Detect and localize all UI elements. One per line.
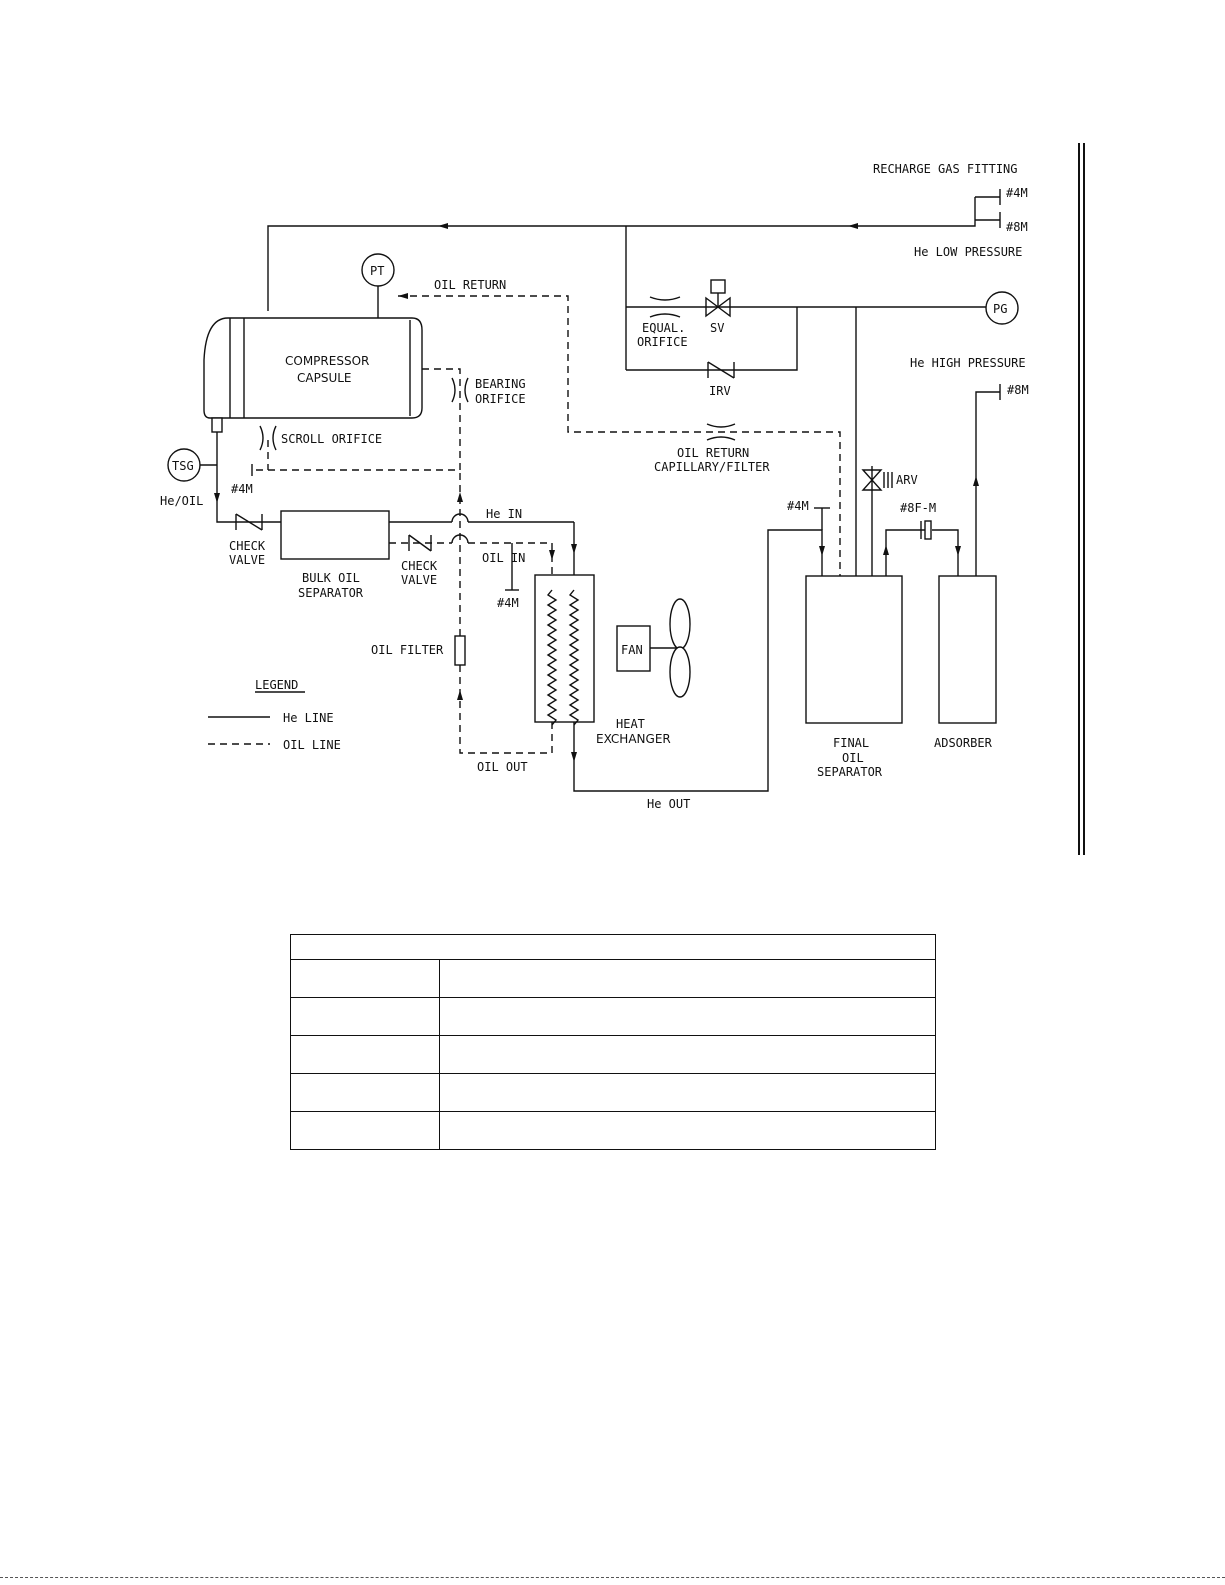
high-8m-label: #8M <box>1007 383 1029 397</box>
recharge-gas-fitting-label: RECHARGE GAS FITTING <box>873 162 1018 176</box>
check-valve-1-label: CHECK <box>229 539 266 553</box>
legend-oil-line: OIL LINE <box>283 738 341 752</box>
heat-label: HEAT <box>616 717 645 731</box>
scroll-orifice-label: SCROLL ORIFICE <box>281 432 382 446</box>
oil-in-label: OIL IN <box>482 551 525 565</box>
oil-return-cap-label: OIL RETURN <box>677 446 749 460</box>
table-cell-label <box>290 1111 440 1150</box>
capsule-label: CAPSULE <box>297 371 352 385</box>
he-oil-label: He/OIL <box>160 494 203 508</box>
compressor-label: COMPRESSOR <box>285 354 369 368</box>
bulk-oil-separator <box>280 510 390 560</box>
check-valve-1-label-2: VALVE <box>229 553 265 567</box>
final-oil-label: OIL <box>842 751 864 765</box>
equal-orifice-symbol <box>649 296 681 318</box>
page-bottom-rule <box>0 1577 1225 1578</box>
oil-return-label: OIL RETURN <box>434 278 506 292</box>
compressor-capsule <box>203 317 423 433</box>
separator-label: SEPARATOR <box>298 586 364 600</box>
he-oil-line <box>214 432 281 531</box>
m4-fos-label: #4M <box>787 499 809 513</box>
oil-return-line <box>398 293 841 576</box>
recharge-8m-label: #8M <box>1006 220 1028 234</box>
oil-filter-icon <box>454 635 466 666</box>
table-cell-value <box>439 1111 936 1150</box>
he-high-pressure-line <box>973 384 1001 576</box>
tsg-label: TSG <box>172 459 194 473</box>
legend-title: LEGEND <box>255 678 298 692</box>
final-label: FINAL <box>833 736 869 750</box>
specification-table <box>290 934 936 1150</box>
he-in-label: He IN <box>486 507 522 521</box>
table-cell-value <box>439 997 936 1036</box>
m8f-label: #8F-M <box>900 501 936 515</box>
legend-he-line: He LINE <box>283 711 334 725</box>
table-row <box>290 1073 936 1112</box>
adsorber <box>938 575 997 724</box>
he-low-pressure-label: He LOW PRESSURE <box>914 245 1022 259</box>
pt-label: PT <box>370 264 384 278</box>
m4-oil-label: #4M <box>497 596 519 610</box>
arv-valve-icon <box>861 466 893 576</box>
oil-return-capillary-symbol <box>706 423 736 441</box>
pg-label: PG <box>993 302 1007 316</box>
pressure-gauge-icon <box>985 291 1019 325</box>
table-header-cell <box>290 934 936 960</box>
table-row <box>290 959 936 998</box>
table-row <box>290 997 936 1036</box>
fan-icon <box>616 598 691 698</box>
check-valve-2-label: CHECK <box>401 559 438 573</box>
capillary-filter-label: CAPILLARY/FILTER <box>654 460 770 474</box>
sv-irv-branch <box>625 226 986 576</box>
legend: LEGEND He LINE OIL LINE <box>208 678 341 752</box>
bearing-orifice-label: ORIFICE <box>475 392 526 406</box>
table-cell-value <box>439 1073 936 1112</box>
oil-out-loop <box>457 470 553 754</box>
check-valve-2-label-2: VALVE <box>401 573 437 587</box>
equal-orifice-label: ORIFICE <box>637 335 688 349</box>
final-separator-label: SEPARATOR <box>817 765 883 779</box>
table-cell-label <box>290 959 440 998</box>
final-oil-separator <box>805 575 903 724</box>
irv-label: IRV <box>709 384 731 398</box>
he-low-pressure-line <box>267 189 1001 311</box>
bulk-oil-label: BULK OIL <box>302 571 360 585</box>
table-cell-label <box>290 1073 440 1112</box>
helium-compressor-flow-diagram: RECHARGE GAS FITTING #4M #8M He LOW PRES… <box>160 143 1085 855</box>
table-cell-label <box>290 997 440 1036</box>
bulk-oil-line <box>389 534 555 591</box>
he-high-pressure-label: He HIGH PRESSURE <box>910 356 1026 370</box>
solenoid-valve-icon <box>705 279 731 318</box>
table-cell-value <box>439 959 936 998</box>
m4-left-label: #4M <box>231 482 253 496</box>
sv-label: SV <box>710 321 724 335</box>
table-cell-value <box>439 1035 936 1074</box>
irv-check-valve-icon <box>707 361 735 379</box>
oil-filter-label: OIL FILTER <box>371 643 444 657</box>
table-row <box>290 1111 936 1150</box>
heat-exchanger <box>534 574 595 726</box>
table-row <box>290 1035 936 1074</box>
arv-label: ARV <box>896 473 918 487</box>
he-in-line <box>389 513 577 582</box>
bearing-label: BEARING <box>475 377 526 391</box>
equal-label: EQUAL. <box>642 321 685 335</box>
adsorber-label: ADSORBER <box>934 736 993 750</box>
he-out-label: He OUT <box>647 797 690 811</box>
bearing-oil-line <box>251 368 469 476</box>
he-out-line <box>571 507 830 792</box>
table-cell-label <box>290 1035 440 1074</box>
recharge-4m-label: #4M <box>1006 186 1028 200</box>
separator-adsorber-link <box>883 520 961 576</box>
oil-out-label: OIL OUT <box>477 760 528 774</box>
fan-label: FAN <box>621 643 643 657</box>
table-header-row <box>290 934 936 960</box>
exchanger-label: EXCHANGER <box>596 732 671 746</box>
